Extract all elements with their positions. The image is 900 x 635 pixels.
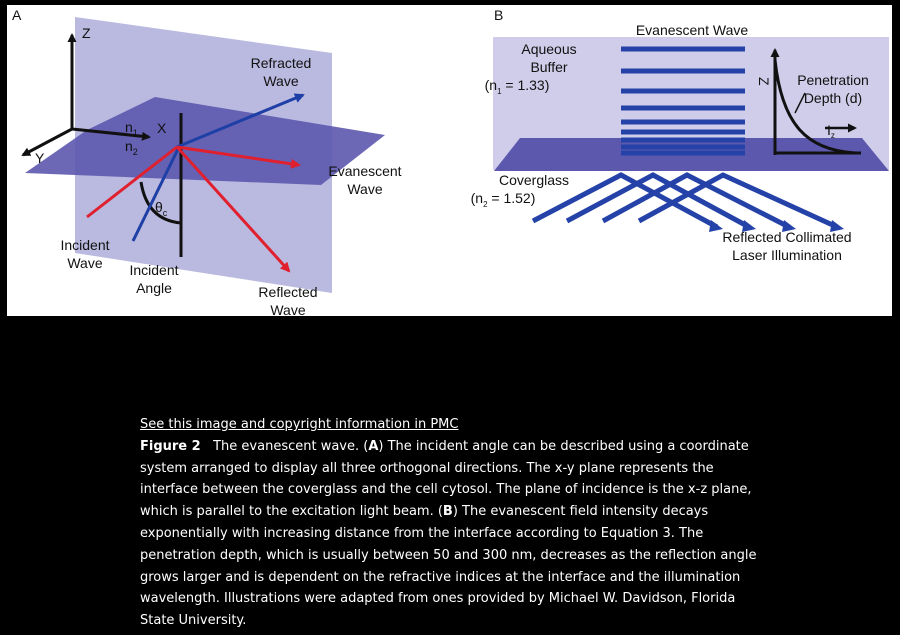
caption-text: interface between the coverglass and the…: [140, 482, 752, 498]
caption-text: which is parallel to the excitation ligh…: [140, 504, 443, 520]
caption-text: exponentially with increasing distance f…: [140, 525, 704, 541]
laser-beam: [565, 172, 751, 230]
iz-label: Iz: [827, 122, 835, 140]
laser-arrowhead: [709, 220, 723, 232]
laser-arrowhead: [782, 220, 796, 232]
caption-text: ) The evanescent field intensity decays: [452, 504, 709, 520]
n2-label: n2: [125, 138, 138, 157]
reflected-ray: [175, 145, 291, 273]
evanescent-wave-title: Evanescent Wave: [636, 22, 749, 38]
panel-a-label: A: [12, 7, 22, 23]
figure-number: Figure 2: [140, 438, 201, 454]
evanescent-ray: [176, 145, 301, 169]
laser-arrowhead: [830, 220, 844, 232]
penetration-pointer: [794, 92, 806, 114]
theta-c-label: θc: [155, 199, 168, 218]
laser-beams: [531, 172, 844, 232]
z-axis-label-b: Z: [756, 77, 772, 86]
laser-beam: [637, 172, 839, 230]
laser-beam: [601, 172, 791, 230]
axis-x-label: X: [157, 120, 167, 136]
laser-arrowhead: [742, 220, 756, 232]
x-axis-line: [71, 127, 151, 141]
n1-label: n1: [125, 119, 138, 138]
caption-text: The evanescent wave. (: [213, 438, 369, 454]
coverglass-label: Coverglass(n2 = 1.52): [471, 172, 569, 209]
axis-y-label: Y: [35, 150, 45, 166]
refracted-ray: [176, 93, 305, 149]
decay-curve: [773, 59, 856, 155]
y-axis-line: [21, 127, 73, 157]
caption-text: ) The incident angle can be described us…: [378, 438, 749, 454]
caption-ref-a: A: [368, 438, 379, 454]
evanescent-wave-lines: [621, 46, 745, 156]
incident-red-ray: [86, 145, 178, 219]
caption-text: grows larger and is dependent on the ref…: [140, 569, 741, 585]
caption-text: State University.: [140, 613, 247, 629]
caption-text: wavelength. Illustrations were adapted f…: [140, 591, 736, 607]
incident-blue-ray: [131, 146, 181, 242]
copyright-link[interactable]: See this image and copyright information…: [140, 417, 459, 432]
panel-b-label: B: [494, 7, 503, 23]
caption-text: system arranged to display all three ort…: [140, 460, 714, 476]
figure-caption: See this image and copyright information…: [140, 414, 760, 632]
axis-z-label: Z: [82, 25, 91, 41]
caption-ref-b: B: [442, 504, 453, 520]
laser-beam: [531, 172, 719, 230]
incident-angle-arc: [139, 181, 182, 225]
caption-text: penetration depth, which is usually betw…: [140, 547, 757, 563]
